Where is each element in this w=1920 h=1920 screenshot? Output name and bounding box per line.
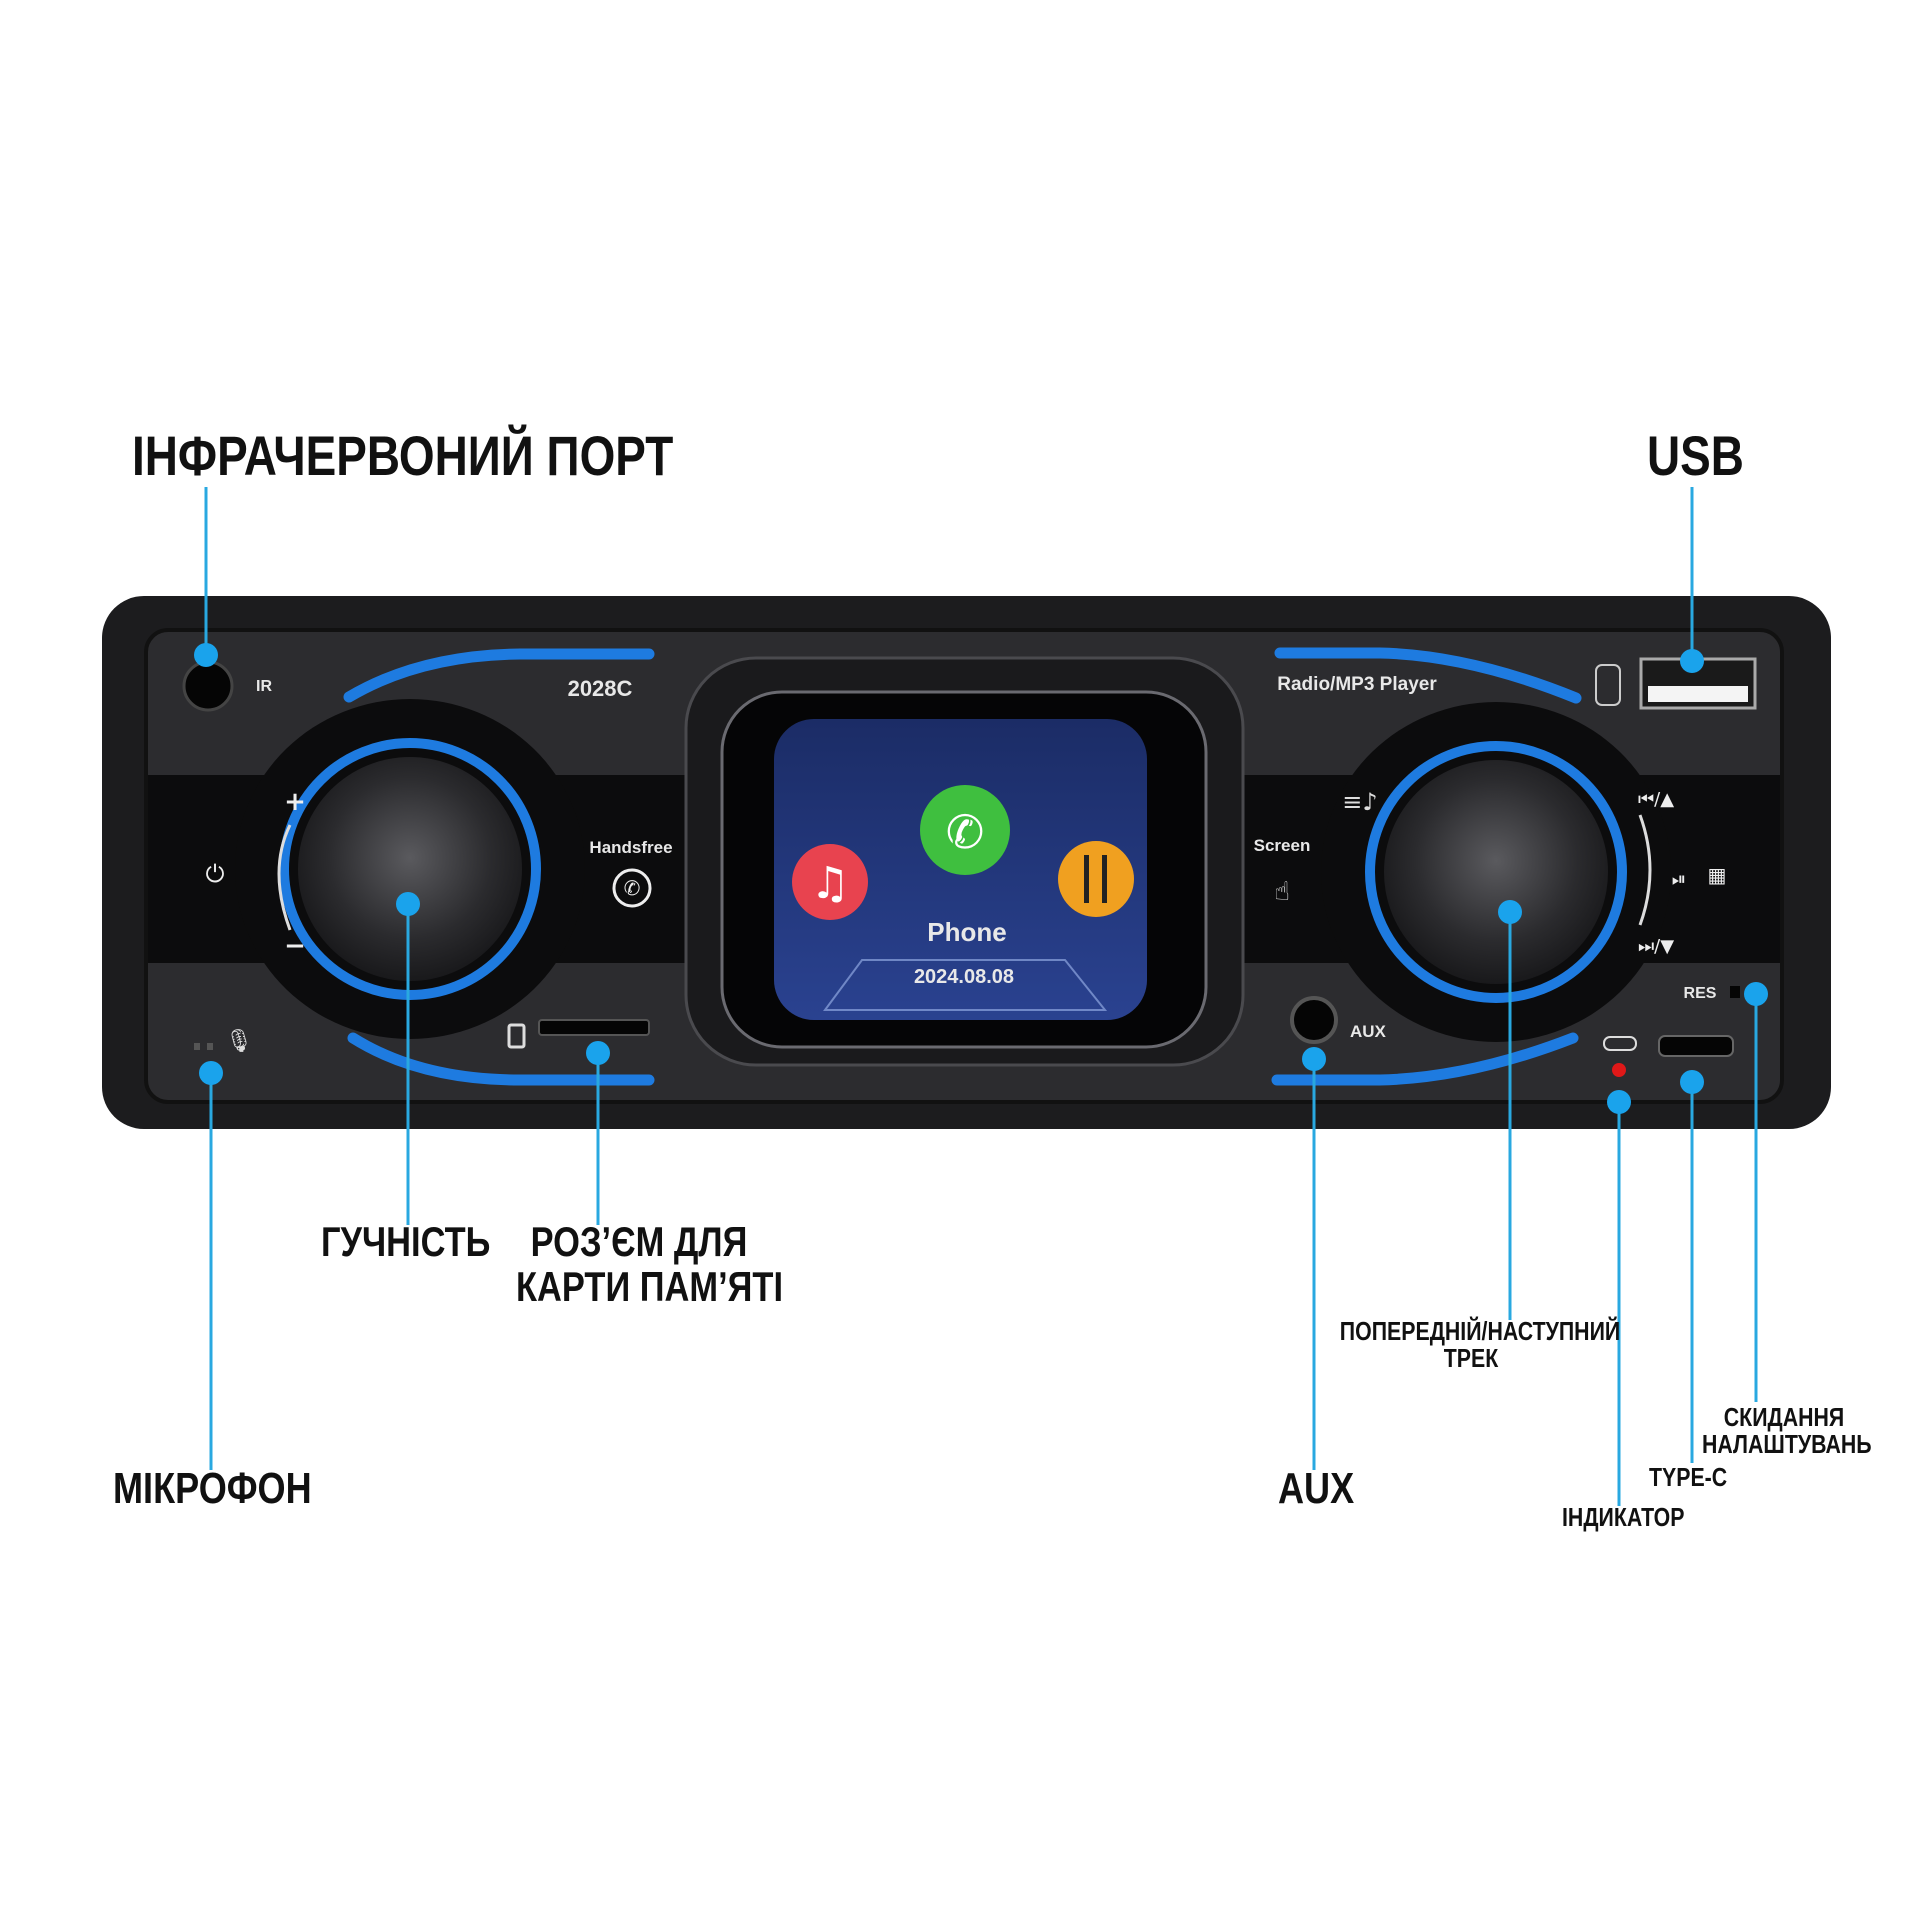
memory-card-slot[interactable] — [538, 1019, 650, 1036]
ir-text: IR — [256, 678, 272, 695]
model-text: 2028C — [568, 676, 633, 701]
svg-text:♫: ♫ — [810, 858, 849, 909]
microphone-hole — [194, 1043, 213, 1050]
volume-minus-icon: − — [284, 931, 306, 961]
handsfree-text: Handsfree — [589, 838, 672, 857]
label-volume: ГУЧНІСТЬ — [321, 1218, 491, 1265]
usb-icon — [1595, 664, 1621, 706]
track-knob[interactable] — [1365, 741, 1627, 1003]
music-icon[interactable]: ♫ — [792, 844, 868, 920]
label-track-line2: ТРЕК — [1443, 1343, 1499, 1373]
prev-up-icon[interactable]: ⏮/▲ — [1638, 789, 1674, 810]
aux-jack-text: AUX — [1350, 1022, 1387, 1041]
eq-music-icon: ≡♪ — [1342, 788, 1377, 816]
label-reset: СКИДАННЯ НАЛАШТУВАНЬ — [1702, 1402, 1872, 1459]
phone-icon[interactable]: ✆ — [920, 785, 1010, 875]
charge-icon — [1603, 1036, 1637, 1051]
label-card-slot: РОЗ’ЄМ ДЛЯ КАРТИ ПАМ’ЯТІ — [516, 1218, 784, 1310]
label-aux: AUX — [1278, 1464, 1355, 1513]
svg-text:✆: ✆ — [624, 876, 641, 900]
screen-app-label: Phone — [927, 917, 1006, 947]
player-title-text: Radio/MP3 Player — [1277, 674, 1437, 695]
play-pause-icon[interactable]: ⏯ — [1672, 869, 1686, 890]
volume-knob[interactable] — [279, 738, 541, 1000]
aux-cable-icon[interactable] — [1058, 841, 1134, 917]
handsfree-call-icon: ✆ — [612, 868, 652, 908]
touch-hand-icon[interactable]: ☝ — [1274, 877, 1290, 907]
res-text: RES — [1684, 985, 1717, 1002]
label-microphone: МІКРОФОН — [113, 1464, 312, 1513]
indicator-led — [1612, 1063, 1626, 1077]
ir-sensor — [182, 660, 234, 712]
screen-button-text: Screen — [1254, 836, 1311, 855]
label-type-c: TYPE-C — [1649, 1462, 1728, 1492]
label-track: ПОПЕРЕДНІЙ/НАСТУПНИЙ ТРЕК — [1339, 1316, 1621, 1373]
callout-dots — [194, 643, 1768, 1114]
callout-lines — [204, 487, 1758, 1506]
label-indicator: ІНДИКАТОР — [1562, 1502, 1685, 1532]
label-reset-line2: НАЛАШТУВАНЬ — [1702, 1429, 1872, 1459]
type-c-port[interactable] — [1658, 1035, 1734, 1057]
reset-hole[interactable] — [1730, 986, 1740, 998]
label-track-line1: ПОПЕРЕДНІЙ/НАСТУПНИЙ — [1339, 1316, 1621, 1346]
label-ir-port: ІНФРАЧЕРВОНИЙ ПОРТ — [132, 424, 674, 487]
screen-date: 2024.08.08 — [914, 966, 1014, 988]
next-down-icon[interactable]: ⏭/▼ — [1638, 936, 1674, 957]
card-icon — [507, 1023, 526, 1049]
microphone-icon: 🎙 — [225, 1029, 253, 1054]
svg-text:✆: ✆ — [946, 805, 985, 859]
accent-light-strips — [343, 647, 1582, 1086]
menu-grid-icon[interactable]: ▦ — [1708, 863, 1727, 887]
volume-plus-icon: + — [284, 787, 306, 817]
label-reset-line1: СКИДАННЯ — [1723, 1402, 1845, 1432]
label-usb: USB — [1647, 424, 1744, 487]
power-icon: ⏻ — [206, 860, 225, 888]
label-card-slot-line2: КАРТИ ПАМ’ЯТІ — [516, 1263, 784, 1310]
aux-jack[interactable] — [1290, 996, 1338, 1044]
label-card-slot-line1: РОЗ’ЄМ ДЛЯ — [530, 1218, 748, 1265]
